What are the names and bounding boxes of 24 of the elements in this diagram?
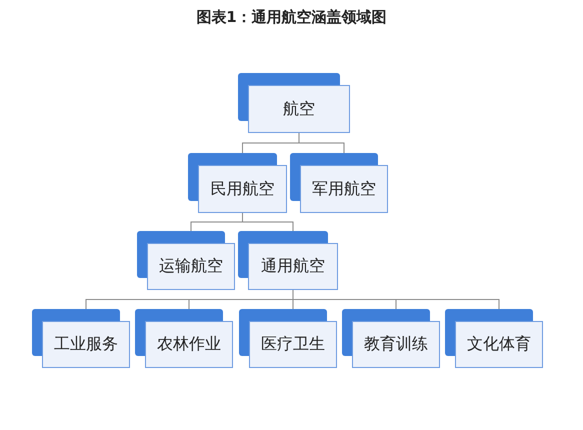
connector-line xyxy=(298,132,344,154)
process-box xyxy=(32,309,130,368)
box-label: 民用航空 xyxy=(210,178,276,200)
process-box xyxy=(290,153,388,213)
process-box xyxy=(342,309,440,368)
box-label: 医疗卫生 xyxy=(260,333,326,355)
box-label: 文化体育 xyxy=(466,333,532,355)
connector-line xyxy=(292,290,500,310)
process-box xyxy=(238,231,338,290)
process-box xyxy=(135,309,233,368)
process-box xyxy=(137,231,235,290)
box-label: 运输航空 xyxy=(158,255,224,277)
chart-title: 图表1：通用航空涵盖领域图 xyxy=(195,8,388,27)
box-label: 工业服务 xyxy=(53,333,119,355)
box-label: 教育训练 xyxy=(363,333,429,355)
process-box xyxy=(188,153,287,213)
box-label: 农林作业 xyxy=(156,333,222,355)
box-label: 军用航空 xyxy=(311,178,377,200)
connector-line xyxy=(242,212,294,232)
box-label: 航空 xyxy=(282,98,316,120)
process-box xyxy=(238,73,350,133)
process-box xyxy=(239,309,337,368)
box-label: 通用航空 xyxy=(260,255,326,277)
process-box xyxy=(445,309,543,368)
